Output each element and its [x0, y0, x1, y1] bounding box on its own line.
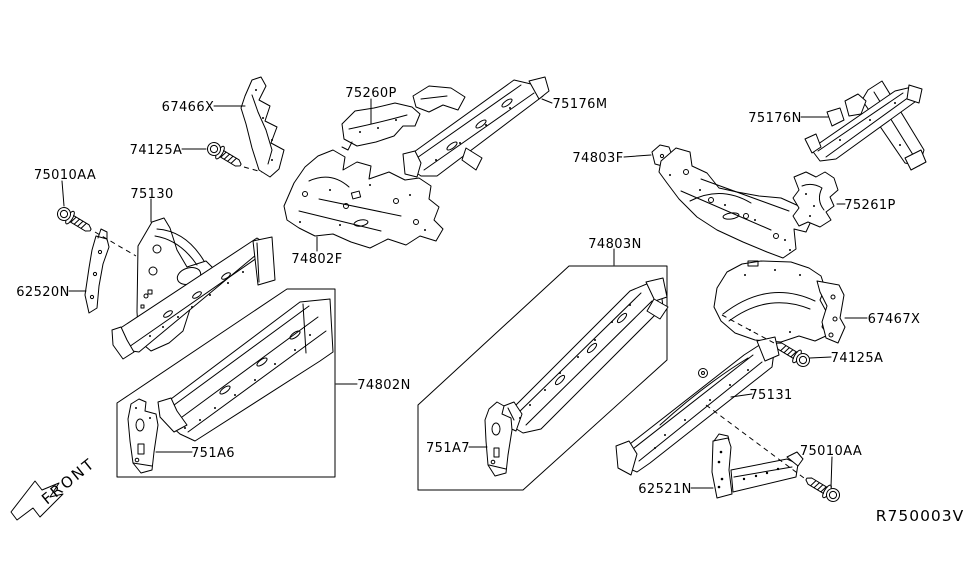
- front-direction-indicator: FRONT: [10, 454, 99, 521]
- part-drawing-751A7: [484, 401, 513, 477]
- callout-74803N[interactable]: 74803N: [588, 237, 641, 252]
- grouping-box-74803N: [417, 265, 668, 491]
- assembly-box-74803N: [417, 265, 669, 491]
- part-drawing-74803N-rail: [500, 277, 669, 434]
- cluster-hoodledge-rh: [651, 80, 927, 259]
- callout-75176N[interactable]: 75176N: [748, 111, 801, 126]
- bolt-icon-75010AA-rear: [802, 472, 843, 506]
- part-drawing-62520N: [84, 228, 110, 314]
- front-label: FRONT: [38, 454, 99, 508]
- callout-74125A-rear[interactable]: 74125A: [831, 351, 884, 366]
- drawing-code: R750003V: [876, 507, 965, 525]
- part-drawing-751A6: [127, 398, 159, 474]
- callout-75130[interactable]: 75130: [130, 187, 173, 202]
- callout-74802F[interactable]: 74802F: [291, 252, 342, 267]
- callout-75176M[interactable]: 75176M: [553, 97, 608, 112]
- callout-leader-lines: [61, 98, 868, 489]
- callout-67466X[interactable]: 67466X: [162, 100, 215, 115]
- part-drawing-75131: [615, 336, 780, 476]
- callout-75010AA-rear[interactable]: 75010AA: [800, 444, 862, 459]
- bolt-icon-74125A-front: [204, 138, 245, 172]
- callout-751A7[interactable]: 751A7: [426, 441, 470, 456]
- callout-751A6[interactable]: 751A6: [191, 446, 235, 461]
- part-drawing-67466X: [240, 76, 285, 178]
- part-drawing-75130: [111, 217, 276, 360]
- callout-labels: 67466X 74125A 75010AA 75130 62520N 74802…: [16, 86, 920, 497]
- part-drawing-62521N: [711, 433, 804, 499]
- callout-62521N[interactable]: 62521N: [638, 482, 691, 497]
- cluster-hoodledge-lh: [54, 76, 285, 360]
- callout-74803F[interactable]: 74803F: [572, 151, 623, 166]
- callout-75261P[interactable]: 75261P: [844, 198, 896, 213]
- callout-67467X[interactable]: 67467X: [868, 312, 921, 327]
- part-drawing-75260P: [341, 102, 421, 151]
- callout-62520N[interactable]: 62520N: [16, 285, 69, 300]
- grouping-box-74802N: [116, 288, 336, 478]
- bolt-icon-75010AA-front: [54, 203, 95, 237]
- callout-75010AA-front[interactable]: 75010AA: [34, 168, 96, 183]
- assembly-box-74802N: [116, 288, 336, 478]
- callout-75131[interactable]: 75131: [749, 388, 792, 403]
- part-drawing-74802N-rail: [157, 298, 334, 442]
- part-drawing-75176N: [804, 80, 927, 171]
- cluster-rear-side-member: [615, 260, 846, 506]
- callout-74802N[interactable]: 74802N: [357, 378, 410, 393]
- fastener-dashed-lines: [94, 166, 805, 479]
- part-drawing-hoodledge-rh: [658, 147, 813, 259]
- part-drawing-67467X: [713, 260, 846, 344]
- front-arrow-icon: [10, 480, 64, 521]
- part-drawing-75176M: [402, 76, 550, 178]
- cluster-hoodledge-center: [283, 76, 550, 249]
- part-drawing-75261P: [792, 171, 839, 228]
- callout-75260P[interactable]: 75260P: [345, 86, 397, 101]
- part-drawing-74802F: [283, 149, 444, 249]
- callout-74125A-front[interactable]: 74125A: [130, 143, 183, 158]
